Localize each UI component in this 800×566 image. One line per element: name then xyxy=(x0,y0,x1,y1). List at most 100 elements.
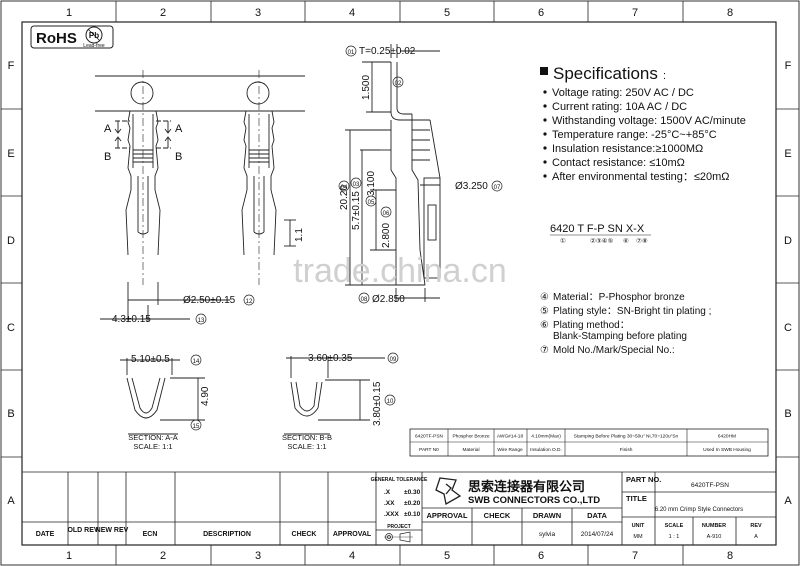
title-block xyxy=(22,471,776,545)
grid-col-label: 7 xyxy=(632,550,638,562)
dim-wire-dia: Ø2.850 xyxy=(372,294,405,305)
part-code-ref: ① xyxy=(560,238,566,245)
part-info-block: PART NO. 6420TF-PSN TITLE 6.20 mm Crimp … xyxy=(626,475,762,540)
material-num: ④ xyxy=(540,292,549,303)
dim-ref-09: 09 xyxy=(390,357,397,363)
tolerance-block: GENERAL TOLERANCE .X ±0.30 .XX ±0.20 .XX… xyxy=(371,477,428,543)
part-code-ref: ②③④⑤ xyxy=(590,238,613,245)
sign-header-data: DATA xyxy=(587,511,607,520)
sign-block: APPROVAL CHECK DRAWN DATA sylvia 2014/07… xyxy=(426,511,613,538)
grid-labels-top: 1 2 3 4 5 6 7 8 xyxy=(66,7,733,19)
info-cell: 6420TF-PSN xyxy=(415,434,444,440)
rev-value: A xyxy=(754,534,758,540)
material-text: Mold No./Mark/Special No.: xyxy=(553,345,675,356)
material-text: Material：P-Phosphor bronze xyxy=(553,292,685,303)
grid-col-label: 7 xyxy=(632,7,638,19)
rev-label: REV xyxy=(750,523,762,529)
revision-headers: DATE OLD REV NEW REV ECN DESCRIPTION CHE… xyxy=(36,527,372,538)
dim-ref-12: 12 xyxy=(246,299,253,305)
dim-barrel-width: 4.3±0.15 xyxy=(112,314,151,325)
section-b-height: 3.80±0.15 xyxy=(372,381,383,426)
dim-thickness: T=0.25±0.02 xyxy=(359,46,416,57)
grid-col-label: 3 xyxy=(255,7,261,19)
sign-header-approval: APPROVAL xyxy=(426,511,468,520)
dim-ref-02: 02 xyxy=(395,81,402,87)
company-block: 思索连接器有限公司 SWB CONNECTORS CO.,LTD xyxy=(435,477,600,506)
dim-ref-01: 01 xyxy=(348,50,355,56)
part-no-value: 6420TF-PSN xyxy=(691,482,729,489)
info-header: Material xyxy=(462,447,479,453)
grid-row-label: D xyxy=(784,235,792,247)
grid-row-label: B xyxy=(784,408,791,420)
dim-ref-06: 06 xyxy=(383,211,390,217)
rev-header-date: DATE xyxy=(36,531,55,538)
grid-col-label: 1 xyxy=(66,550,72,562)
scale-label: SCALE xyxy=(665,523,684,529)
section-a-width: 5.10±0.5 xyxy=(131,354,170,365)
title-label: TITLE xyxy=(626,494,647,503)
grid-row-label: B xyxy=(7,408,14,420)
dim-insulation-dia: Ø3.250 xyxy=(455,181,488,192)
grid-row-label: C xyxy=(784,322,792,334)
dim-2800: 2.800 xyxy=(381,223,392,248)
dim-ref-03: 03 xyxy=(353,182,360,188)
specifications: Specifications : Voltage rating: 250V AC… xyxy=(540,64,746,183)
unit-value: MM xyxy=(633,534,643,540)
spec-item: Contact resistance: ≤10mΩ xyxy=(552,157,685,169)
material-text: Blank-Stamping before plating xyxy=(553,331,687,342)
section-b-width: 3.60±0.35 xyxy=(308,353,353,364)
dim-total-length: 20.20 xyxy=(339,185,350,210)
material-num: ⑤ xyxy=(540,306,549,317)
info-header: PART N0 xyxy=(419,447,439,453)
section-b-scale: SCALE: 1:1 xyxy=(287,442,326,451)
dim-ref-14: 14 xyxy=(193,359,200,365)
grid-col-label: 5 xyxy=(444,7,450,19)
number-value: A-910 xyxy=(707,534,722,540)
grid-col-label: 2 xyxy=(160,7,166,19)
rev-header-approval: APPROVAL xyxy=(333,531,372,538)
section-a-scale: SCALE: 1:1 xyxy=(133,442,172,451)
info-header: Insulation O.D. xyxy=(530,447,562,453)
info-cell: AWG#14-18 xyxy=(497,434,524,440)
spec-item: Voltage rating: 250V AC / DC xyxy=(552,87,694,99)
section-a-height: 4.90 xyxy=(200,386,211,406)
grid-col-label: 4 xyxy=(349,7,355,19)
grid-labels-left: F E D C B A xyxy=(7,60,15,507)
section-b-marker: B xyxy=(104,151,111,163)
general-tolerance-label: GENERAL TOLERANCE xyxy=(371,477,428,483)
grid-row-label: A xyxy=(784,495,792,507)
section-b-title: SECTION: B-B xyxy=(282,433,332,442)
front-view-labels: A A B B 1.1 Ø2.50±0.15 12 4.3±0.15 13 xyxy=(104,123,305,325)
grid-row-label: E xyxy=(784,148,791,160)
projection-symbol-icon xyxy=(384,531,413,543)
dim-crimp-diameter: Ø2.50±0.15 xyxy=(183,295,236,306)
grid-labels-right: F E D C B A xyxy=(784,60,792,507)
spec-item: Withstanding voltage: 1500V AC/minute xyxy=(552,115,746,127)
number-label: NUMBER xyxy=(702,523,726,529)
tolerance-label: .XXX xyxy=(384,511,399,518)
section-a-labels: 5.10±0.5 14 4.90 15 SECTION: A-A SCALE: … xyxy=(128,354,211,451)
projection-label: PROJECT xyxy=(387,524,411,530)
part-code-string: 6420 T F-P SN X-X xyxy=(550,223,645,235)
rev-header-old: OLD REV xyxy=(67,527,98,534)
company-name-en: SWB CONNECTORS CO.,LTD xyxy=(468,495,600,506)
info-cell: 4.10mm(Max) xyxy=(531,434,561,440)
grid-col-label: 1 xyxy=(66,7,72,19)
material-num: ⑥ xyxy=(540,320,549,331)
part-code: 6420 T F-P SN X-X ① ②③④⑤ ⑥ ⑦⑧ xyxy=(550,223,651,245)
grid-col-label: 6 xyxy=(538,550,544,562)
rohs-label: RoHS xyxy=(36,30,77,47)
dim-ref-13: 13 xyxy=(198,318,205,324)
grid-col-label: 5 xyxy=(444,550,450,562)
info-table: 6420TF-PSN Phosphor Bronze AWG#14-18 4.1… xyxy=(409,428,769,457)
info-header: Finish xyxy=(620,447,633,453)
spec-title: Specifications xyxy=(553,64,658,83)
sign-header-drawn: DRAWN xyxy=(533,511,561,520)
spec-title-colon: : xyxy=(663,70,666,82)
tolerance-value: ±0.20 xyxy=(404,500,421,507)
part-code-ref: ⑦⑧ xyxy=(636,238,648,245)
rev-header-new: NEW REV xyxy=(96,527,129,534)
title-value: 6.20 mm Crimp Style Connectors xyxy=(655,507,743,513)
dim-3100: 3.100 xyxy=(366,171,377,196)
